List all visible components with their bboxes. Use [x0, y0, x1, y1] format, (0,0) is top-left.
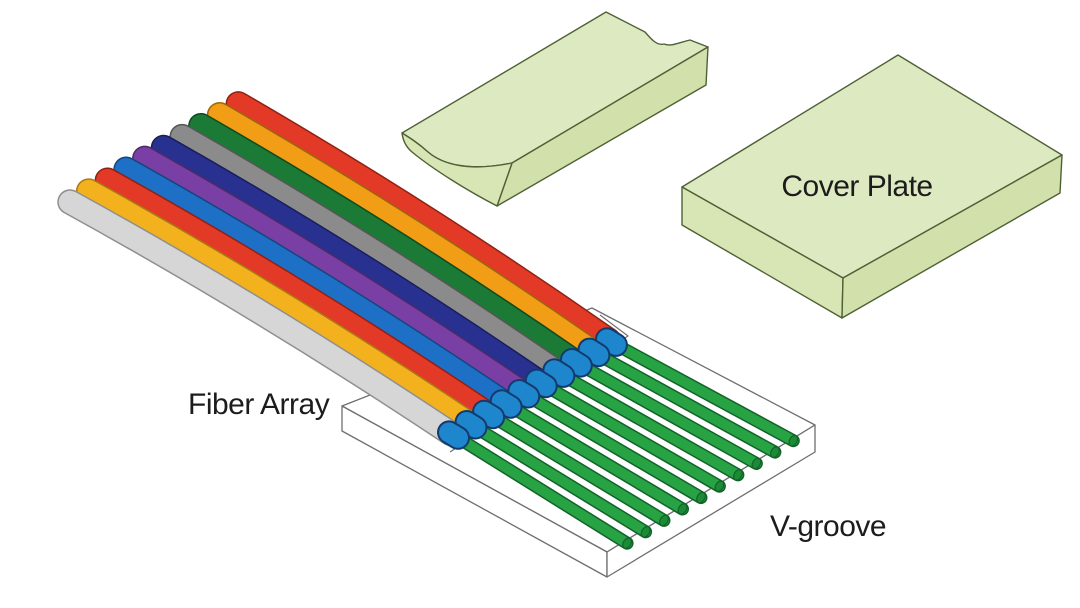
- bare-fiber-core-5: [520, 389, 706, 503]
- boot-rings-layer: [437, 327, 628, 450]
- boot-ring-blue: [491, 391, 521, 417]
- fiber-jacket-orange: [208, 103, 603, 362]
- fiber-array-label: Fiber Array: [188, 388, 330, 421]
- boot-ring-gray: [544, 360, 574, 386]
- bare-fiber-end-cap-8: [751, 457, 762, 470]
- boot-ring-red: [474, 401, 504, 428]
- bare-fiber-end-cap-6: [714, 480, 725, 493]
- fiber-jacket-purple: [133, 147, 533, 404]
- lid-nose-face: [401, 132, 513, 207]
- bare-fiber-end-cap-2: [640, 526, 651, 538]
- boot-ring-dark-green: [561, 350, 591, 376]
- cover-plate-block: [681, 54, 1063, 319]
- fiber-jacket-dark-green: [189, 114, 585, 373]
- boot-ring-purple: [509, 381, 539, 407]
- boot-ring-light-gray: [439, 422, 468, 448]
- boot-ring-navy: [526, 370, 556, 397]
- bare-fiber-core-2: [467, 420, 651, 537]
- bare-fiber-core-7: [555, 369, 743, 480]
- bare-fiber-core-10: [607, 338, 799, 446]
- bare-fiber-core-3: [485, 410, 669, 526]
- bare-fiber-end-cap-7: [732, 469, 743, 481]
- boot-ring-gold: [456, 412, 486, 438]
- bare-fiber-end-cap-1: [622, 537, 633, 549]
- cover-plate-front-right-face: [841, 154, 1063, 319]
- lid-block: [401, 11, 709, 207]
- bare-fiber-end-cap-10: [788, 434, 799, 447]
- fiber-jacket-red-2: [227, 92, 620, 352]
- bare-fiber-end-cap-9: [770, 446, 780, 458]
- bare-fiber-core-1: [450, 431, 633, 549]
- fiber-ribbon: [57, 91, 800, 550]
- boot-ring-red-2: [597, 329, 626, 355]
- bare-fiber-core-9: [590, 348, 780, 458]
- fiber-jacket-light-gray: [58, 190, 462, 445]
- fiber-jacket-gold: [77, 179, 480, 435]
- jacketed-fibers-layer: [57, 91, 622, 447]
- fiber-jacket-red: [96, 168, 498, 424]
- v-groove-label: V-groove: [770, 510, 886, 543]
- bare-fiber-core-4: [502, 400, 688, 514]
- substrate-front-right-face: [606, 424, 816, 578]
- bare-fiber-end-cap-5: [696, 491, 706, 504]
- bare-fiber-core-6: [537, 379, 725, 492]
- cover-plate-label: Cover Plate: [781, 170, 932, 203]
- fiber-jacket-navy: [152, 136, 550, 393]
- bare-fiber-core-8: [572, 358, 762, 469]
- fiber-jacket-gray: [170, 125, 568, 383]
- bare-fiber-end-cap-3: [659, 514, 669, 527]
- bare-fiber-end-cap-4: [677, 503, 688, 515]
- boot-ring-orange: [579, 339, 609, 366]
- bare-fibers-layer: [448, 336, 800, 550]
- fiber-jacket-blue: [114, 158, 515, 414]
